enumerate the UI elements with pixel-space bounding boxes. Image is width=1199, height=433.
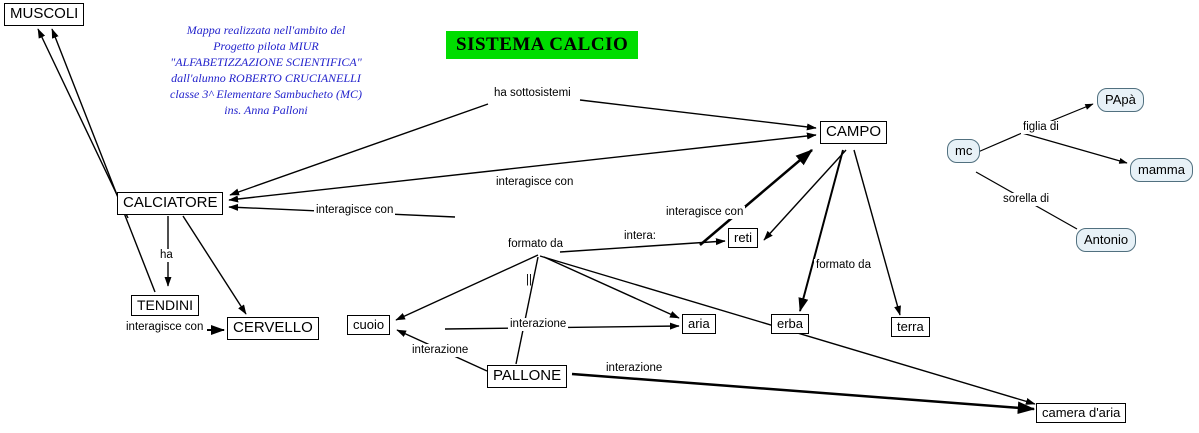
edge-calciatore-muscoli [37, 28, 129, 219]
edge-tendini-muscoli [51, 28, 156, 293]
node-muscoli[interactable]: MUSCOLI [4, 3, 85, 26]
node-aria[interactable]: aria [682, 314, 716, 335]
node-papa[interactable]: PApà [1097, 88, 1144, 113]
edge-label-interagisce-calciatore[interactable]: interagisce con [314, 204, 396, 217]
edge-label-interazione-reti[interactable]: intera: [622, 230, 658, 243]
edge-campo-terra [853, 149, 901, 316]
node-terra[interactable]: terra [891, 317, 930, 338]
edge-label-interagisce-campo[interactable]: interagisce con [494, 176, 576, 189]
credit-line: ins. Anna Palloni [224, 102, 308, 117]
edge-label-formato-da-campo[interactable]: formato da [814, 259, 873, 272]
node-antonio[interactable]: Antonio [1076, 228, 1137, 253]
node-tendini[interactable]: TENDINI [131, 295, 199, 317]
credit-text: Mappa realizzata nell'ambito del Progett… [138, 23, 394, 119]
credit-line: Mappa realizzata nell'ambito del [186, 23, 346, 37]
edge-pallone-camera-aria [571, 372, 1036, 415]
map-title[interactable]: SISTEMA CALCIO [446, 31, 639, 59]
edge-figlia-mamma [1021, 132, 1128, 164]
node-reti[interactable]: reti [728, 228, 759, 249]
credit-line: "ALFABETIZZAZIONE SCIENTIFICA" [170, 54, 362, 69]
node-cuoio[interactable]: cuoio [347, 315, 391, 336]
edge-label-interazione-aria[interactable]: interazione [508, 318, 569, 331]
credit-line: classe 3^ Elementare Sambucheto (MC) [170, 86, 362, 101]
node-mc[interactable]: mc [947, 139, 981, 164]
edge-label-ha-sottosistemi[interactable]: ha sottosistemi [492, 87, 573, 100]
edge-label-parallel-mark: || [526, 274, 532, 286]
edge-label-sorella-di[interactable]: sorella di [1001, 193, 1052, 206]
edge-sottosistemi-campo [579, 99, 817, 131]
edge-label-formato-da-pallone[interactable]: formato da [506, 238, 565, 251]
node-camera-aria[interactable]: camera d'aria [1036, 403, 1127, 424]
edge-formato-cuoio [395, 254, 539, 321]
edge-pallone-junction [515, 256, 539, 365]
node-cervello[interactable]: CERVELLO [227, 317, 319, 340]
edge-calciatore-campo [228, 132, 817, 203]
credit-line: Progetto pilota MIUR [213, 38, 319, 53]
edge-reti-campo-thick [699, 149, 813, 246]
edge-interazione-reti [559, 238, 726, 253]
node-campo[interactable]: CAMPO [820, 121, 888, 144]
edge-label-ha[interactable]: ha [158, 249, 175, 262]
edge-calciatore-cervello [182, 215, 247, 315]
edge-mc-figlia-stem [977, 132, 1023, 153]
credit-line: dall'alunno ROBERTO CRUCIANELLI [171, 70, 361, 85]
edge-label-interazione-cuoio[interactable]: interazione [410, 344, 471, 357]
edge-label-interazione-camera[interactable]: interazione [604, 362, 665, 375]
edge-diagonal-aria [543, 256, 680, 319]
node-mamma[interactable]: mamma [1130, 158, 1193, 183]
edge-label-interagisce-tendini[interactable]: interagisce con [124, 321, 206, 334]
edge-campo-erba [798, 149, 844, 312]
node-calciatore[interactable]: CALCIATORE [117, 192, 224, 215]
edge-label-figlia-di[interactable]: figlia di [1021, 121, 1061, 134]
edge-label-interagisce-reti[interactable]: interagisce con [664, 206, 746, 219]
node-erba[interactable]: erba [771, 314, 810, 335]
edge-campo-reti [763, 149, 847, 241]
node-pallone[interactable]: PALLONE [487, 365, 568, 388]
